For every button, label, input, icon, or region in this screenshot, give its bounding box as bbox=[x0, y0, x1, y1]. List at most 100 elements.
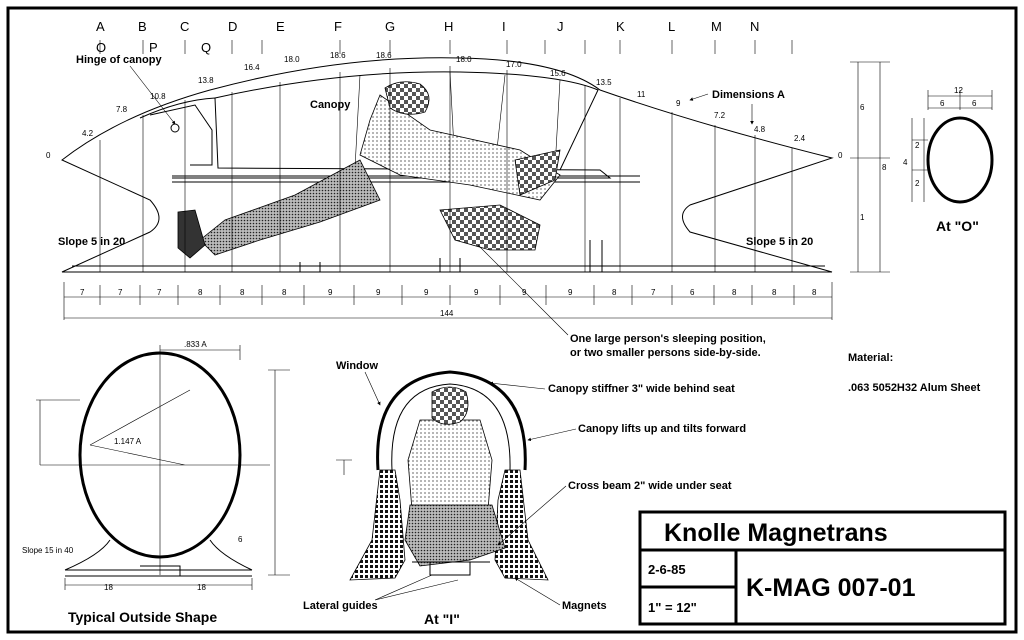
column-letter: A bbox=[96, 19, 105, 34]
column-letter: F bbox=[334, 19, 342, 34]
station-dim: 16.4 bbox=[244, 63, 260, 72]
section-o-ellipse bbox=[926, 116, 994, 204]
column-letters-second: O P Q bbox=[96, 40, 211, 55]
station-dim: 4.8 bbox=[754, 125, 766, 134]
hull-left-wall bbox=[349, 469, 406, 581]
strip-dim: 8 bbox=[240, 288, 245, 297]
hinge-leader bbox=[129, 65, 176, 125]
column-letter: O bbox=[96, 40, 106, 55]
column-letter: M bbox=[711, 19, 722, 34]
window-leader bbox=[364, 371, 381, 406]
station-dim: 2.4 bbox=[794, 134, 806, 143]
seated-person-torso bbox=[407, 419, 493, 511]
section-o-dim: 4 bbox=[903, 158, 908, 167]
strip-lines bbox=[63, 282, 833, 320]
bottom-dimension-strip: 7 7 7 8 8 8 9 9 9 9 9 9 8 7 6 8 8 8 144 bbox=[63, 282, 833, 320]
strip-dim: 8 bbox=[282, 288, 287, 297]
station-dim: 9 bbox=[676, 99, 681, 108]
stiffner-leader bbox=[489, 381, 546, 390]
strip-dim: 9 bbox=[568, 288, 573, 297]
crossbeam-leader bbox=[497, 485, 567, 546]
station-dim: 4.2 bbox=[82, 129, 94, 138]
column-letter: P bbox=[149, 40, 158, 55]
station-dim: 15.6 bbox=[550, 69, 566, 78]
column-letter: B bbox=[138, 19, 147, 34]
material-spec: .063 5052H32 Alum Sheet bbox=[848, 382, 981, 394]
crossbeam-label: Cross beam 2" wide under seat bbox=[568, 480, 732, 492]
station-dim: 7.8 bbox=[116, 105, 128, 114]
total-length: 144 bbox=[440, 309, 454, 318]
strip-dim: 7 bbox=[118, 288, 123, 297]
strip-dim: 9 bbox=[376, 288, 381, 297]
station-lines bbox=[99, 66, 793, 272]
column-letter: G bbox=[385, 19, 395, 34]
section-o-dim: 2 bbox=[915, 179, 920, 188]
zero-left: 0 bbox=[46, 151, 51, 160]
section-o: 12 6 6 4 2 2 At "O" bbox=[903, 86, 994, 234]
lifts-leader bbox=[527, 428, 577, 442]
station-dim: 18.0 bbox=[284, 55, 300, 64]
title-block: Knolle Magnetrans 2-6-85 1" = 12" K-MAG … bbox=[638, 510, 1007, 626]
station-dim: 7.2 bbox=[714, 111, 726, 120]
guides-label: Lateral guides bbox=[303, 600, 378, 612]
window-label: Window bbox=[336, 360, 378, 372]
outside-fillet: 6 bbox=[238, 535, 243, 544]
column-letter: E bbox=[276, 19, 285, 34]
column-letter: I bbox=[502, 19, 506, 34]
material-heading: Material: bbox=[848, 352, 893, 364]
column-letter: Q bbox=[201, 40, 211, 55]
person-legs bbox=[199, 159, 381, 256]
hinge-bracket bbox=[149, 104, 213, 166]
canopy-arch bbox=[376, 370, 527, 471]
strip-dim: 7 bbox=[80, 288, 85, 297]
hull-outline bbox=[61, 57, 834, 273]
section-o-dim: 2 bbox=[915, 141, 920, 150]
person-head bbox=[384, 81, 430, 115]
dimensions-label: Dimensions A bbox=[712, 89, 785, 101]
canopy-bars bbox=[354, 71, 561, 169]
hinge-pin bbox=[170, 123, 180, 133]
strip-dim: 9 bbox=[328, 288, 333, 297]
sheet-border bbox=[6, 6, 1018, 634]
title-block-date: 2-6-85 bbox=[648, 562, 686, 577]
station-dim: 13.8 bbox=[198, 76, 214, 85]
section-o-dim: 6 bbox=[972, 99, 977, 108]
title-block-scale: 1" = 12" bbox=[648, 600, 697, 615]
person-feet bbox=[177, 209, 206, 259]
sleep-note-line2: or two smaller persons side-by-side. bbox=[570, 347, 761, 359]
title-block-title: Knolle Magnetrans bbox=[664, 519, 888, 547]
canopy-frame bbox=[214, 71, 599, 171]
second-figure-arm bbox=[514, 149, 561, 196]
outside-dim-top: .833 A bbox=[184, 340, 207, 349]
sleep-note-leader bbox=[477, 244, 569, 336]
strip-dim: 8 bbox=[772, 288, 777, 297]
station-dim: 11 bbox=[637, 90, 646, 99]
column-letter: K bbox=[616, 19, 625, 34]
column-letter: L bbox=[668, 19, 675, 34]
strip-ticks bbox=[99, 285, 795, 305]
hinge-label: Hinge of canopy bbox=[76, 54, 162, 66]
seated-person-legs bbox=[404, 504, 506, 567]
title-block-dividers bbox=[640, 548, 1005, 624]
outside-shape-title: Typical Outside Shape bbox=[68, 609, 217, 625]
station-dim: 13.5 bbox=[596, 78, 612, 87]
station-dim: 18.6 bbox=[330, 51, 346, 60]
slope-right-label: Slope 5 in 20 bbox=[746, 236, 813, 248]
section-i-label: At "I" bbox=[424, 611, 460, 627]
section-o-dim: 6 bbox=[940, 99, 945, 108]
column-letter: J bbox=[557, 19, 564, 34]
strip-dim: 9 bbox=[474, 288, 479, 297]
station-dim: 17.0 bbox=[506, 60, 522, 69]
section-o-dim: 12 bbox=[954, 86, 963, 95]
strip-dim: 9 bbox=[522, 288, 527, 297]
station-dim: 18.6 bbox=[376, 51, 392, 60]
outside-shape: .833 A 1.147 A Slope 15 in 40 18 18 6 Ty… bbox=[22, 340, 352, 625]
section-i: Window Canopy stiffner 3" wide behind se… bbox=[303, 360, 746, 627]
guide-rail bbox=[412, 561, 490, 576]
sleep-note-line1: One large person's sleeping position, bbox=[570, 333, 766, 345]
guides-leaders bbox=[374, 574, 459, 601]
outside-base-right: 18 bbox=[197, 583, 206, 592]
column-letter: H bbox=[444, 19, 453, 34]
magnets-label: Magnets bbox=[562, 600, 607, 612]
column-letter: N bbox=[750, 19, 759, 34]
